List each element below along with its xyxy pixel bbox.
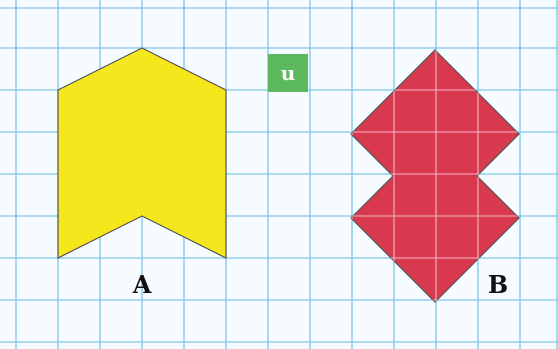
shape-a [57,47,227,259]
unit-label: u [281,61,296,85]
shape-b-label: B [488,270,508,299]
shape-b [350,49,520,303]
shape-a-label: A [132,270,152,299]
unit-square [268,54,308,92]
